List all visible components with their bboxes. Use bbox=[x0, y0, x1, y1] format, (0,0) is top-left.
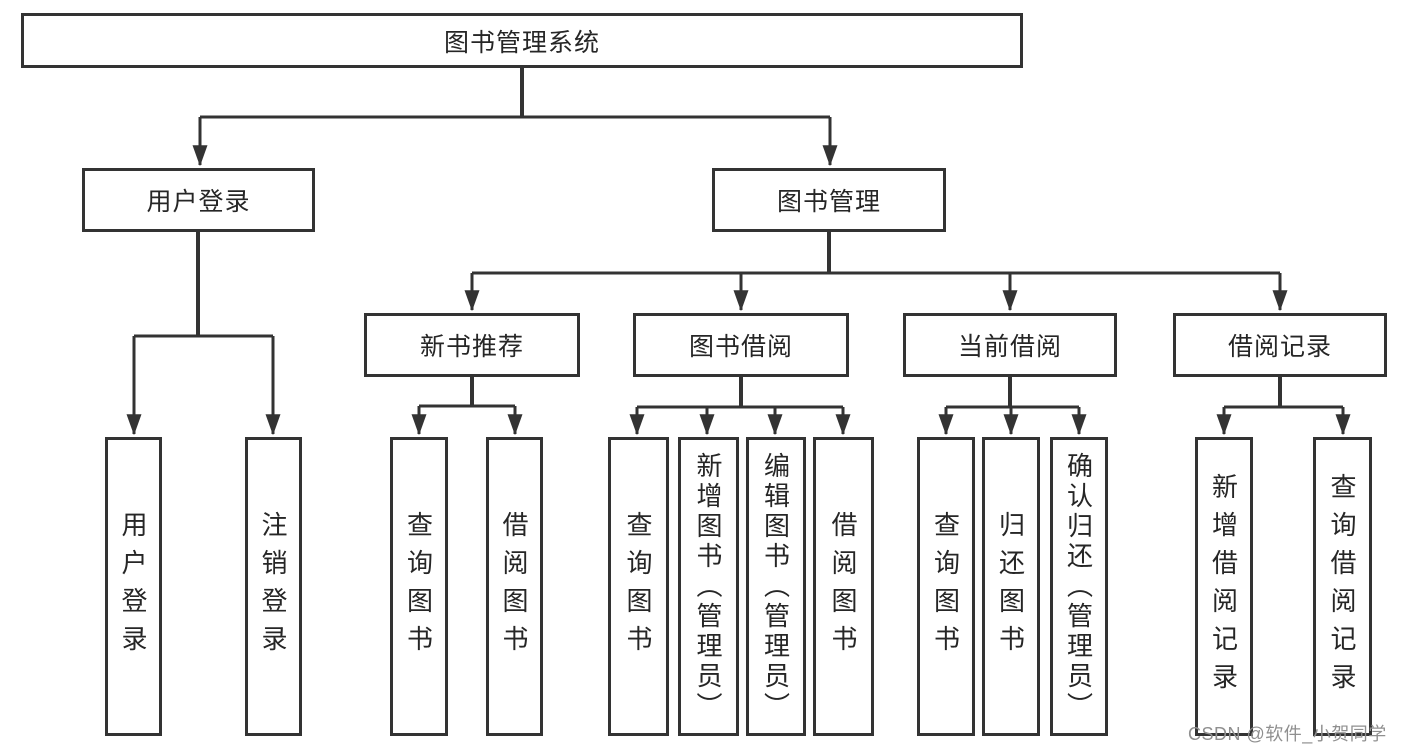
leaf-add-borrow-record: 新增借阅记录 bbox=[1195, 437, 1253, 736]
node-root-system: 图书管理系统 bbox=[21, 13, 1023, 68]
leaf-query-borrow-record: 查询借阅记录 bbox=[1313, 437, 1372, 736]
leaf-borrow-books: 借阅图书 bbox=[813, 437, 874, 736]
leaf-add-books-admin: 新增图书（管理员） bbox=[678, 437, 739, 736]
node-book-management: 图书管理 bbox=[712, 168, 946, 232]
leaf-query-books-current: 查询图书 bbox=[917, 437, 975, 736]
node-user-login: 用户登录 bbox=[82, 168, 315, 232]
leaf-confirm-return-admin: 确认归还（管理员） bbox=[1050, 437, 1108, 736]
node-new-book-recommend: 新书推荐 bbox=[364, 313, 580, 377]
leaf-edit-books-admin: 编辑图书（管理员） bbox=[746, 437, 806, 736]
leaf-borrow-books-recommend: 借阅图书 bbox=[486, 437, 543, 736]
node-borrow-records: 借阅记录 bbox=[1173, 313, 1387, 377]
leaf-query-books-borrow: 查询图书 bbox=[608, 437, 669, 736]
leaf-user-login: 用户登录 bbox=[105, 437, 162, 736]
leaf-return-books: 归还图书 bbox=[982, 437, 1040, 736]
leaf-logout: 注销登录 bbox=[245, 437, 302, 736]
node-current-borrow: 当前借阅 bbox=[903, 313, 1117, 377]
leaf-query-books-recommend: 查询图书 bbox=[390, 437, 448, 736]
csdn-watermark: CSDN @软件_小贺同学 bbox=[1188, 724, 1387, 744]
node-book-borrow: 图书借阅 bbox=[633, 313, 849, 377]
